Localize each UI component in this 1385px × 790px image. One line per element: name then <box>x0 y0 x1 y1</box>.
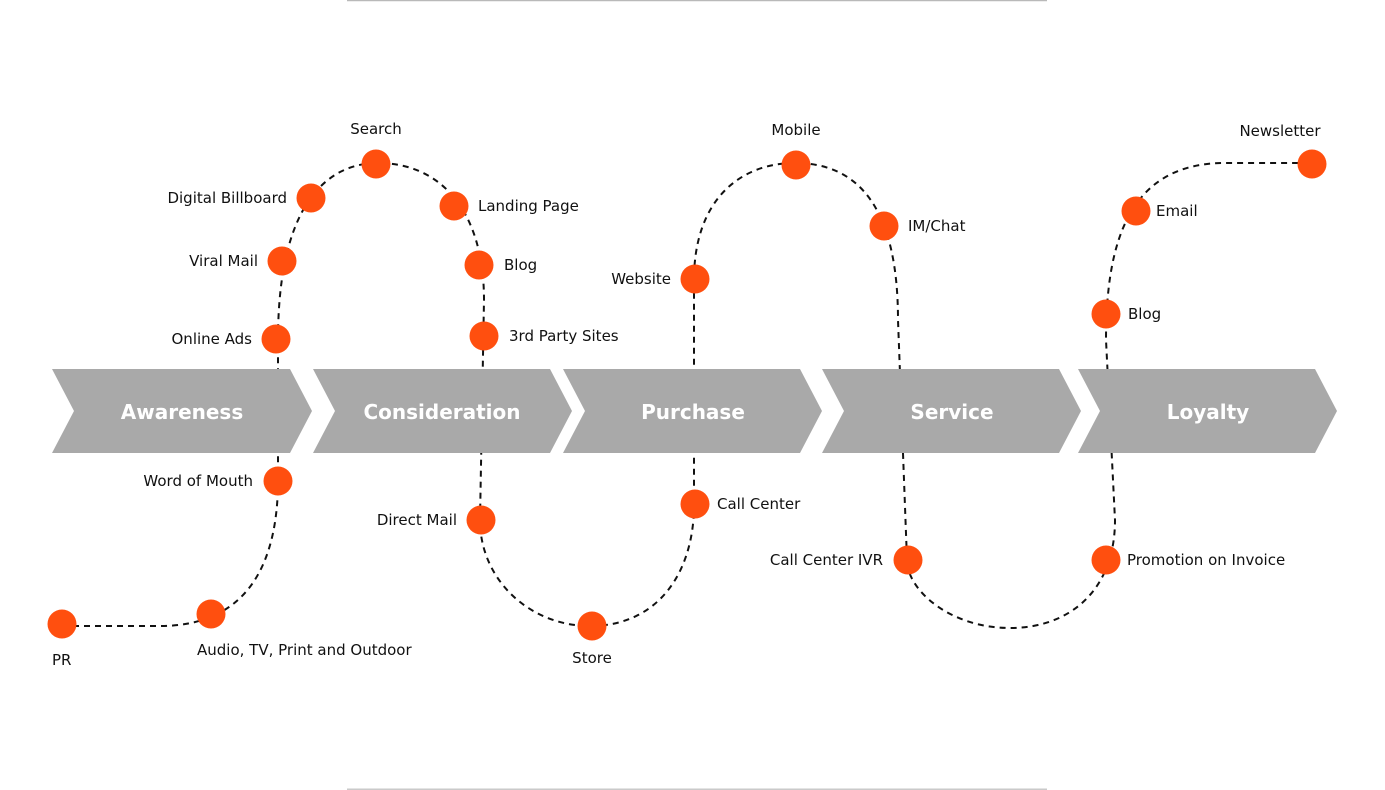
stages-row: Awareness Consideration Purchase Service… <box>52 369 1337 453</box>
touchpoint-online-ads-dot <box>261 324 291 354</box>
stage-consideration-label: Consideration <box>363 400 520 424</box>
touchpoint-call-center-ivr-dot <box>893 545 923 575</box>
touchpoint-search-label: Search <box>350 120 402 138</box>
touchpoint-landing-page-dot <box>439 191 469 221</box>
stage-purchase-label: Purchase <box>641 400 745 424</box>
touchpoint-website-label: Website <box>611 270 671 288</box>
touchpoint-blog-consideration-dot <box>464 250 494 280</box>
touchpoint-digital-billboard-dot <box>296 183 326 213</box>
touchpoint-email-label: Email <box>1156 202 1198 220</box>
stage-service: Service <box>822 369 1081 453</box>
touchpoint-newsletter-label: Newsletter <box>1239 122 1321 140</box>
touchpoint-mobile-dot <box>781 150 811 180</box>
stage-purchase: Purchase <box>563 369 822 453</box>
touchpoint-word-of-mouth-label: Word of Mouth <box>143 472 253 490</box>
touchpoint-viral-mail-dot <box>267 246 297 276</box>
stage-loyalty-chevron <box>1078 369 1337 453</box>
stage-consideration: Consideration <box>313 369 572 453</box>
touchpoint-blog-loyalty-label: Blog <box>1128 305 1161 323</box>
touchpoint-direct-mail-label: Direct Mail <box>377 511 457 529</box>
stage-loyalty: Loyalty <box>1078 369 1337 453</box>
touchpoint-im-chat-dot <box>869 211 899 241</box>
touchpoint-store-dot <box>577 611 607 641</box>
stage-awareness-chevron <box>52 369 312 453</box>
touchpoint-pr-dot <box>47 609 77 639</box>
stage-service-chevron <box>822 369 1081 453</box>
touchpoint-mobile-label: Mobile <box>771 121 820 139</box>
touchpoint-promotion-on-invoice-label: Promotion on Invoice <box>1127 551 1285 569</box>
touchpoints: PR Audio, TV, Print and Outdoor Word of … <box>47 120 1327 669</box>
touchpoint-word-of-mouth-dot <box>263 466 293 496</box>
stage-awareness-label: Awareness <box>121 400 244 424</box>
touchpoint-blog-consideration-label: Blog <box>504 256 537 274</box>
touchpoint-promotion-on-invoice-dot <box>1091 545 1121 575</box>
stage-consideration-chevron <box>313 369 572 453</box>
touchpoint-pr-label: PR <box>52 651 71 669</box>
touchpoint-landing-page-label: Landing Page <box>478 197 579 215</box>
touchpoint-third-party-sites-label: 3rd Party Sites <box>509 327 619 345</box>
touchpoint-blog-loyalty-dot <box>1091 299 1121 329</box>
touchpoint-newsletter-dot <box>1297 149 1327 179</box>
touchpoint-audio-tv-print-outdoor-label: Audio, TV, Print and Outdoor <box>197 641 412 659</box>
touchpoint-email-dot <box>1121 196 1151 226</box>
touchpoint-store-label: Store <box>572 649 612 667</box>
stage-purchase-chevron <box>563 369 822 453</box>
stage-loyalty-label: Loyalty <box>1167 400 1249 424</box>
touchpoint-third-party-sites-dot <box>469 321 499 351</box>
touchpoint-call-center-dot <box>680 489 710 519</box>
touchpoint-call-center-ivr-label: Call Center IVR <box>770 551 883 569</box>
touchpoint-viral-mail-label: Viral Mail <box>189 252 258 270</box>
touchpoint-search-dot <box>361 149 391 179</box>
touchpoint-im-chat-label: IM/Chat <box>908 217 966 235</box>
touchpoint-audio-tv-print-outdoor-dot <box>196 599 226 629</box>
touchpoint-website-dot <box>680 264 710 294</box>
touchpoint-digital-billboard-label: Digital Billboard <box>167 189 287 207</box>
touchpoint-online-ads-label: Online Ads <box>172 330 253 348</box>
stage-awareness: Awareness <box>52 369 312 453</box>
touchpoint-call-center-label: Call Center <box>717 495 801 513</box>
touchpoint-direct-mail-dot <box>466 505 496 535</box>
stage-service-label: Service <box>910 400 993 424</box>
